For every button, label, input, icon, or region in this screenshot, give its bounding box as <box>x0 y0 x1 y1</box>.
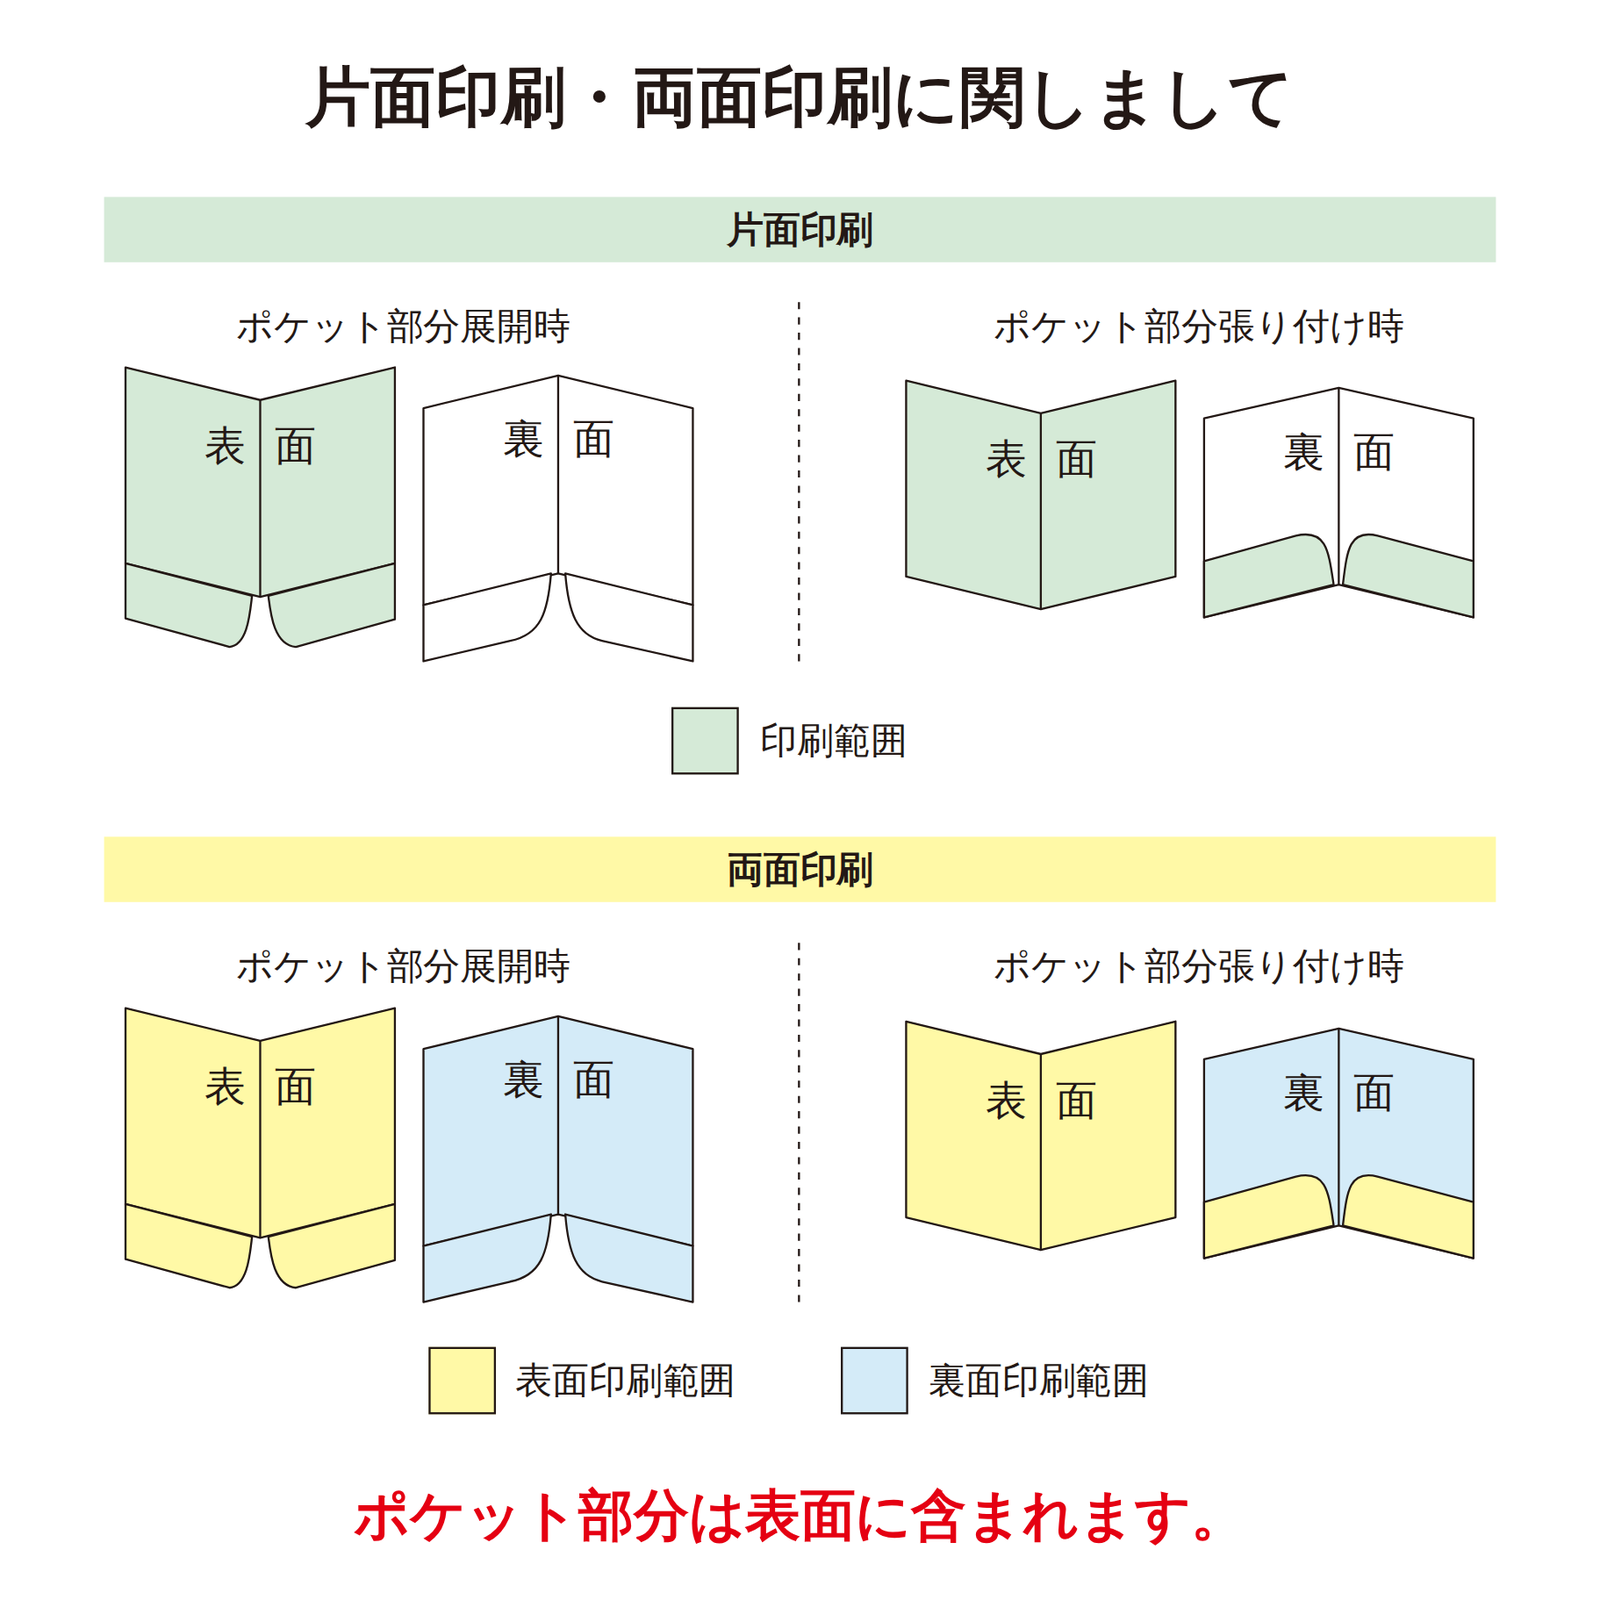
folder-part <box>125 1008 395 1239</box>
folder-part <box>905 1021 1176 1250</box>
folder-part <box>1204 387 1474 618</box>
folder-part <box>1204 534 1335 618</box>
band-title: 両面印刷 <box>726 849 874 890</box>
section-band: 片面印刷 <box>104 196 1497 262</box>
folder-part <box>125 367 395 598</box>
face-label: 裏 面 <box>1283 1070 1394 1116</box>
section-band: 両面印刷 <box>104 836 1497 902</box>
legend-text: 印刷範囲 <box>760 720 907 761</box>
folder-part <box>565 1214 693 1303</box>
face-label: 表 面 <box>985 437 1097 482</box>
folder-part <box>423 573 551 661</box>
folder-part <box>1337 387 1340 585</box>
note-text: ポケット部分は表面に含まれます。 <box>353 1485 1246 1546</box>
folder-part <box>1342 534 1474 618</box>
folder-shape: 表 面 <box>123 365 396 652</box>
folder-shape: 表 面 <box>904 1018 1178 1252</box>
legend-text: 表面印刷範囲 <box>515 1360 736 1401</box>
face-label: 表 面 <box>204 423 316 468</box>
face-label: 裏 面 <box>1283 429 1394 474</box>
face-label: 裏 面 <box>502 1056 614 1102</box>
folder-shape: 裏 面 <box>1202 1026 1477 1261</box>
folder-part <box>1204 1028 1474 1259</box>
band-title: 片面印刷 <box>726 209 874 251</box>
folder-shape: 裏 面 <box>421 373 696 664</box>
legend-swatch <box>428 1347 496 1415</box>
face-label: 表 面 <box>204 1064 316 1110</box>
folder-part <box>1204 1175 1335 1259</box>
folder-shape: 表 面 <box>904 378 1178 611</box>
folder-shape: 表 面 <box>123 1005 396 1292</box>
folder-part <box>557 1016 560 1215</box>
folder-part <box>268 1204 395 1288</box>
folder-part <box>125 1204 252 1288</box>
face-label: 表 面 <box>985 1077 1097 1123</box>
legend-text: 裏面印刷範囲 <box>928 1360 1149 1401</box>
view-heading: ポケット部分展開時 <box>236 946 571 987</box>
folder-part <box>565 573 693 661</box>
folder-part <box>423 1214 551 1303</box>
legend-swatch <box>840 1347 909 1415</box>
view-heading: ポケット部分展開時 <box>236 306 571 347</box>
folder-part <box>125 563 252 647</box>
folder-part <box>423 375 693 606</box>
folder-shape: 裏 面 <box>421 1014 696 1305</box>
view-heading: ポケット部分張り付け時 <box>993 306 1404 347</box>
title: 片面印刷・両面印刷に関しまして <box>305 61 1296 134</box>
folder-part <box>268 563 395 647</box>
legend-swatch <box>671 707 740 775</box>
face-label: 裏 面 <box>502 416 614 461</box>
folder-shape: 裏 面 <box>1202 385 1477 619</box>
folder-part <box>423 1016 693 1247</box>
folder-part <box>1342 1175 1474 1259</box>
folder-part <box>557 375 560 574</box>
view-heading: ポケット部分張り付け時 <box>993 946 1404 987</box>
folder-part <box>905 380 1176 610</box>
folder-part <box>1337 1028 1340 1226</box>
